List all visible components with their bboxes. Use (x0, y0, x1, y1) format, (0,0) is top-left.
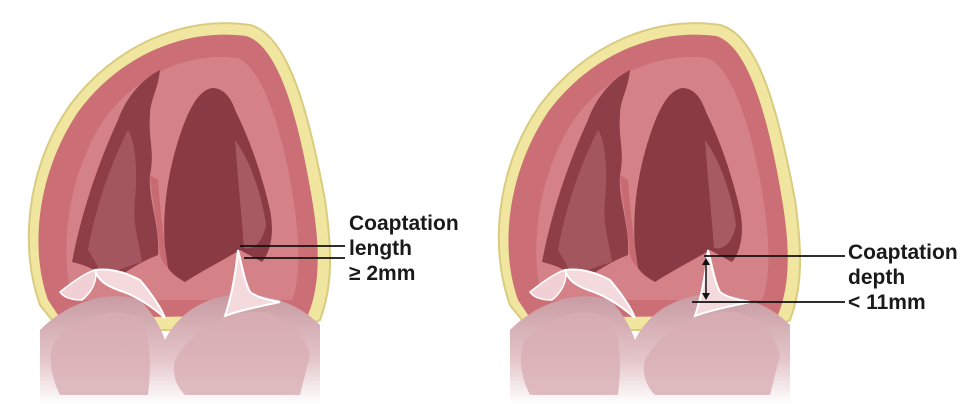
coaptation-depth-label: Coaptation depth < 11mm (848, 240, 958, 315)
label-line: < 11mm (848, 290, 958, 315)
label-line: length (349, 236, 459, 261)
label-line: Coaptation (349, 211, 459, 236)
label-line: ≥ 2mm (349, 261, 459, 286)
label-line: depth (848, 265, 958, 290)
coaptation-length-label: Coaptation length ≥ 2mm (349, 211, 459, 286)
label-line: Coaptation (848, 240, 958, 265)
heart-illustration-left (29, 23, 345, 404)
heart-illustration-right (499, 23, 845, 404)
